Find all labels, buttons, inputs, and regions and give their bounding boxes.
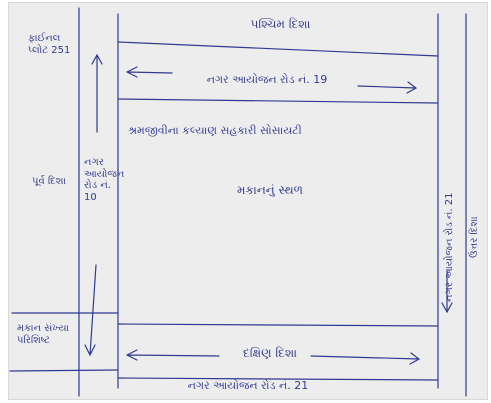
top-road-label: નગર આયોજન રોડ નં. 19	[206, 73, 328, 86]
right-road-arrow-down	[441, 270, 453, 314]
left-plot-number: ફાઈનલ પ્લોટ 251	[28, 33, 71, 56]
bottom-road-arrow-right	[310, 352, 421, 365]
right-road-label: નગર આયોજન રોડ નં. 21	[444, 192, 455, 302]
road-and-plot-lines	[9, 7, 467, 397]
left-road-arrow-down	[84, 264, 97, 357]
right-direction-label: ઉત્તર દિશા	[469, 216, 480, 258]
left-direction-label: પૂર્વ દિશા	[32, 176, 66, 187]
bottom-road-arrow-left	[126, 349, 220, 361]
house-location-label: મકાનનું સ્થળ	[236, 183, 304, 197]
property-title: શ્રમજીવીના કલ્યાણ સહકારી સોસાયટી	[128, 124, 302, 137]
top-direction-label: પશ્ચિમ દિશા	[250, 17, 311, 31]
bottom-road-label: નગર આયોજન રોડ નં. 21	[187, 379, 309, 392]
left-road-label: નગર આયોજન રોડ નં. 10	[84, 157, 125, 203]
top-road-arrow-right	[357, 81, 418, 94]
top-road-lower-line	[117, 98, 438, 104]
left-road-arrow-up	[91, 53, 103, 133]
left-bottom-label: મકાન સંખ્યા પરિશિષ્ટ	[17, 323, 70, 346]
top-road-arrow-left	[126, 66, 173, 78]
bottom-road-upper-line	[117, 323, 439, 327]
paper-sheet	[8, 2, 488, 400]
bottom-direction-label: દક્ષિણ દિશા	[242, 346, 298, 360]
top-road-upper-line	[117, 41, 439, 57]
left-bottom-lower-line	[9, 369, 119, 372]
bottom-road-lower-line	[117, 377, 439, 381]
